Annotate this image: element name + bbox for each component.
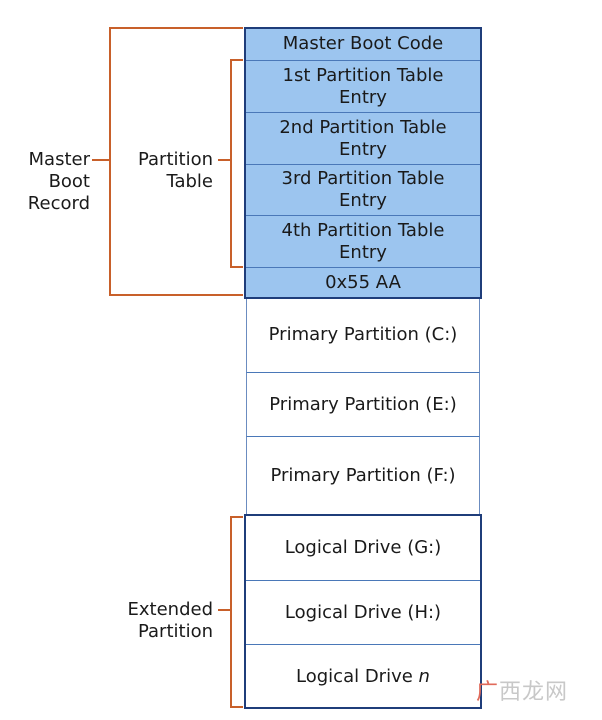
primary-partition-e-block: Primary Partition (E:) bbox=[246, 372, 480, 436]
logical-drive-h-block: Logical Drive (H:) bbox=[245, 580, 481, 644]
block-label: 4th Partition Table Entry bbox=[281, 219, 445, 263]
partition-entry-1-block: 1st Partition Table Entry bbox=[245, 60, 481, 112]
logical-drive-g-block: Logical Drive (G:) bbox=[245, 515, 481, 580]
master-boot-record-label: Master Boot Record bbox=[10, 149, 90, 215]
primary-partition-c-block: Primary Partition (C:) bbox=[246, 298, 480, 372]
block-label: Master Boot Code bbox=[282, 33, 444, 54]
watermark-char: 广 bbox=[475, 680, 499, 705]
block-label: 0x55 AA bbox=[325, 272, 401, 293]
block-label: Logical Drive (G:) bbox=[284, 536, 442, 558]
extended-partition-label: Extended Partition bbox=[108, 599, 214, 643]
master-boot-record-text: Master Boot Record bbox=[27, 149, 90, 214]
watermark: 广西龙网 bbox=[476, 674, 568, 706]
block-label: 3rd Partition Table Entry bbox=[281, 168, 445, 211]
partition-entry-2-block: 2nd Partition Table Entry bbox=[245, 112, 481, 164]
master-boot-code-block: Master Boot Code bbox=[245, 28, 481, 60]
extended-partition-text: Extended Partition bbox=[127, 599, 214, 642]
block-label: 2nd Partition Table Entry bbox=[279, 116, 447, 160]
logical-drive-n-block: Logical Drive n bbox=[245, 644, 481, 708]
block-label: Primary Partition (E:) bbox=[269, 393, 457, 415]
block-label: Primary Partition (C:) bbox=[268, 324, 458, 345]
primary-partition-f-block: Primary Partition (F:) bbox=[246, 436, 480, 515]
signature-block: 0x55 AA bbox=[245, 267, 481, 298]
partition-entry-3-block: 3rd Partition Table Entry bbox=[245, 164, 481, 215]
partition-table-bracket bbox=[218, 59, 243, 268]
partition-table-text: Partition Table bbox=[137, 149, 213, 192]
partition-entry-4-block: 4th Partition Table Entry bbox=[245, 215, 481, 267]
block-label: 1st Partition Table Entry bbox=[282, 64, 444, 108]
mbr-bracket bbox=[92, 27, 243, 296]
block-label-suffix: n bbox=[418, 665, 430, 687]
partition-table-label: Partition Table bbox=[118, 149, 213, 193]
watermark-text: 西龙网 bbox=[498, 680, 568, 705]
extended-bracket bbox=[218, 516, 243, 708]
block-label: Logical Drive bbox=[296, 665, 413, 687]
block-label: Logical Drive (H:) bbox=[284, 601, 442, 623]
block-label: Primary Partition (F:) bbox=[270, 465, 456, 486]
